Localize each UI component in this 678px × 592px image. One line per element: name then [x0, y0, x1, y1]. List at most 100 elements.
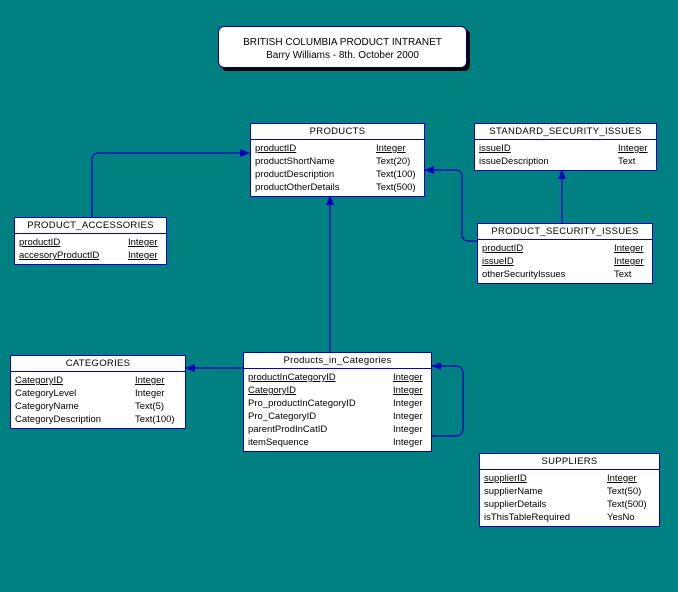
field-name: supplierDetails	[484, 499, 547, 510]
field-type: Integer	[128, 237, 158, 248]
field-row: CategoryLevel Integer	[15, 387, 181, 400]
field-type: Integer	[393, 424, 423, 435]
field-type: Integer	[614, 243, 644, 254]
field-type: Text(50)	[607, 486, 642, 497]
field-row: CategoryID Integer	[15, 374, 181, 387]
field-name: issueID	[479, 143, 511, 154]
field-row: CategoryName Text(5)	[15, 400, 181, 413]
field-row: Pro_productInCategoryID Integer	[248, 397, 427, 410]
field-name: isThisTableRequired	[484, 512, 571, 523]
field-row: itemSequence Integer	[248, 436, 427, 449]
field-name: supplierName	[484, 486, 543, 497]
field-type: Text	[614, 269, 632, 280]
field-type: Integer	[618, 143, 648, 154]
field-name: productOtherDetails	[255, 182, 340, 193]
field-type: Text(100)	[135, 414, 175, 425]
entity-name: STANDARD_SECURITY_ISSUES	[475, 124, 656, 140]
rel-accessories-products	[91, 149, 250, 217]
diagram-author-date: Barry Williams - 8th. October 2000	[266, 50, 419, 61]
field-row: supplierName Text(50)	[484, 485, 655, 498]
field-name: productID	[482, 243, 524, 254]
field-name: Pro_productInCategoryID	[248, 398, 356, 409]
entity-name: CATEGORIES	[11, 356, 185, 372]
field-row: productInCategoryID Integer	[248, 371, 427, 384]
field-row: parentProdInCatID Integer	[248, 423, 427, 436]
entity-name: PRODUCTS	[251, 124, 424, 140]
field-name: otherSecurityIssues	[482, 269, 566, 280]
field-type: Integer	[607, 473, 637, 484]
field-name: parentProdInCatID	[248, 424, 328, 435]
field-row: productID Integer	[255, 142, 420, 155]
field-type: Text(100)	[376, 169, 416, 180]
field-name: Pro_CategoryID	[248, 411, 317, 422]
field-row: productOtherDetails Text(500)	[255, 181, 420, 194]
field-name: productID	[255, 143, 297, 154]
field-name: accesoryProductID	[19, 250, 100, 261]
field-list: productID Integer accesoryProductID Integer	[15, 234, 166, 264]
field-row: issueID Integer	[479, 142, 652, 155]
field-name: CategoryID	[15, 375, 64, 386]
field-type: Integer	[393, 385, 423, 396]
field-row: isThisTableRequired YesNo	[484, 511, 655, 524]
field-type: Integer	[393, 398, 423, 409]
field-row: supplierID Integer	[484, 472, 655, 485]
field-type: Integer	[135, 388, 165, 399]
field-type: Integer	[393, 411, 423, 422]
field-name: productID	[19, 237, 61, 248]
field-type: Integer	[614, 256, 644, 267]
field-row: CategoryID Integer	[248, 384, 427, 397]
field-list: productID Integer productShortName Text(20)…	[251, 140, 424, 196]
field-row: accesoryProductID Integer	[19, 249, 162, 262]
field-type: YesNo	[607, 512, 635, 523]
field-name: issueID	[482, 256, 514, 267]
entity-products-in-categories[interactable]: Products_in_Categories productInCategoryI…	[243, 352, 432, 452]
field-list: issueID Integer issueDescription Text	[475, 140, 656, 170]
field-name: CategoryID	[248, 385, 297, 396]
field-row: issueID Integer	[482, 255, 648, 268]
field-type: Integer	[393, 372, 423, 383]
field-row: productID Integer	[19, 236, 162, 249]
field-name: productDescription	[255, 169, 335, 180]
diagram-title-box: BRITISH COLUMBIA PRODUCT INTRANET Barry …	[218, 26, 467, 68]
field-row: supplierDetails Text(500)	[484, 498, 655, 511]
entity-name: SUPPLIERS	[480, 454, 659, 470]
field-list: productID Integer issueID Integer otherSecur…	[478, 240, 652, 283]
field-name: itemSequence	[248, 437, 309, 448]
entity-name: Products_in_Categories	[244, 353, 431, 369]
field-name: CategoryName	[15, 401, 79, 412]
field-row: Pro_CategoryID Integer	[248, 410, 427, 423]
field-type: Text(20)	[376, 156, 411, 167]
field-name: supplierID	[484, 473, 527, 484]
entity-name: PRODUCT_ACCESSORIES	[15, 218, 166, 234]
field-type: Text(500)	[607, 499, 647, 510]
field-type: Integer	[135, 375, 165, 386]
field-name: CategoryLevel	[15, 388, 77, 399]
field-type: Integer	[376, 143, 406, 154]
field-type: Integer	[393, 437, 423, 448]
field-row: productDescription Text(100)	[255, 168, 420, 181]
field-row: issueDescription Text	[479, 155, 652, 168]
rel-pic-self	[431, 362, 464, 437]
field-type: Text(500)	[376, 182, 416, 193]
rel-psi-products	[424, 166, 477, 242]
field-type: Text(5)	[135, 401, 165, 412]
diagram-title: BRITISH COLUMBIA PRODUCT INTRANET	[243, 37, 442, 48]
field-row: productID Integer	[482, 242, 648, 255]
field-type: Integer	[128, 250, 158, 261]
field-name: productInCategoryID	[248, 372, 336, 383]
field-name: productShortName	[255, 156, 335, 167]
field-name: issueDescription	[479, 156, 549, 167]
field-row: productShortName Text(20)	[255, 155, 420, 168]
field-type: Text	[618, 156, 636, 167]
field-name: CategoryDescription	[15, 414, 102, 425]
field-row: CategoryDescription Text(100)	[15, 413, 181, 426]
